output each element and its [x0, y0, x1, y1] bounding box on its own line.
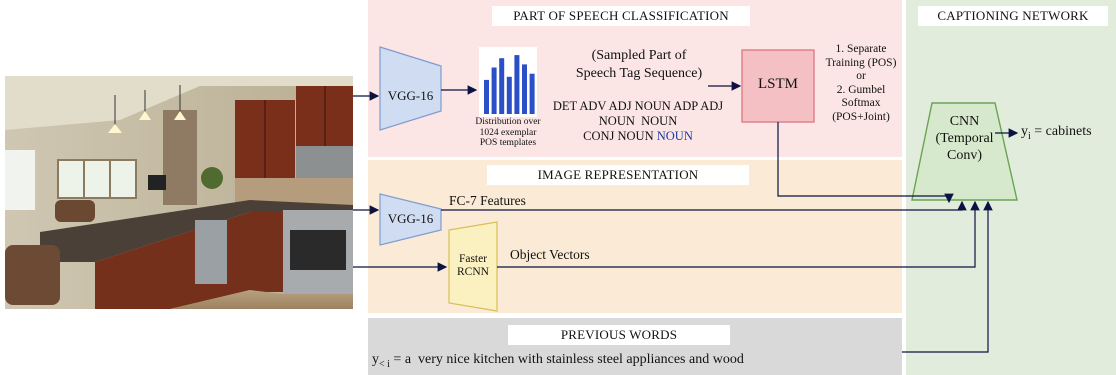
- training-note-line1: 1. Separate: [835, 43, 887, 55]
- histogram-bar: [529, 73, 535, 114]
- cnn-block: [911, 102, 1018, 201]
- object-vectors-label: Object Vectors: [510, 247, 590, 262]
- cnn-label: CNN (Temporal Conv): [918, 113, 1011, 164]
- previous-words-var: y: [372, 352, 379, 367]
- faster-rcnn-label-line2: RCNN: [457, 266, 489, 278]
- pos-sequence-heading-line1: (Sampled Part of: [591, 48, 687, 63]
- pos-sequence-heading-line2: Speech Tag Sequence): [575, 66, 703, 81]
- pos-tags-line3-black: CONJ NOUN: [583, 129, 657, 143]
- pos-tags-line2: NOUN NOUN: [598, 114, 678, 128]
- previous-words-sub: < i: [379, 358, 390, 370]
- vgg16-mid-label: VGG-16: [387, 211, 434, 226]
- faster-rcnn-label-line1: Faster: [458, 253, 488, 265]
- pos-sequence-heading: (Sampled Part of Speech Tag Sequence): [560, 47, 718, 83]
- training-note-line6: (POS+Joint): [832, 110, 890, 123]
- vgg16-top-block: [379, 46, 442, 131]
- cnn-label-line2: (Temporal: [935, 131, 994, 146]
- image-representation-title: IMAGE REPRESENTATION: [487, 165, 749, 185]
- fc7-features-label: FC-7 Features: [449, 193, 526, 208]
- histogram-bar: [499, 58, 505, 114]
- previous-words-caption: = a very nice kitchen with stainless ste…: [389, 352, 744, 367]
- previous-words-text: y< i = a very nice kitchen with stainles…: [372, 352, 744, 370]
- histogram-bar: [484, 79, 489, 114]
- output-label: yi = cabinets: [1021, 124, 1092, 142]
- cnn-label-line3: Conv): [947, 148, 982, 163]
- histogram-bar: [491, 67, 497, 114]
- lstm-block: [741, 49, 815, 123]
- histogram-caption-line3: POS templates: [479, 138, 537, 148]
- histogram-bar: [506, 76, 512, 114]
- vgg16-mid-block: [379, 193, 442, 246]
- histogram-bar: [522, 64, 527, 114]
- output-var: y: [1021, 124, 1028, 139]
- pos-tags-line3-blue: NOUN: [656, 129, 693, 143]
- pos-tags-line1: DET ADV ADJ NOUN ADP ADJ: [552, 99, 724, 113]
- previous-words-title: PREVIOUS WORDS: [508, 325, 730, 345]
- output-sub: i: [1028, 130, 1031, 142]
- connector-arrows: [353, 81, 1019, 353]
- output-text: = cabinets: [1030, 124, 1092, 139]
- training-note-line3: or: [856, 70, 866, 82]
- kitchen-photo: [5, 76, 353, 309]
- lstm-label: LSTM: [757, 76, 798, 92]
- pos-panel-title: PART OF SPEECH CLASSIFICATION: [492, 6, 750, 26]
- histogram-bars: [484, 55, 535, 114]
- histogram-bar: [514, 55, 520, 114]
- training-note: 1. Separate Training (POS) or 2. Gumbel …: [812, 43, 910, 124]
- pos-sequence-tags: DET ADV ADJ NOUN ADP ADJ NOUN NOUN CONJ …: [540, 99, 736, 144]
- faster-rcnn-block: [448, 221, 498, 312]
- training-note-line5: Softmax: [841, 97, 881, 109]
- pos-tags-line3: CONJ NOUN NOUN: [540, 129, 736, 144]
- faster-rcnn-label: Faster RCNN: [449, 253, 497, 279]
- histogram-caption-line1: Distribution over: [475, 117, 541, 127]
- cnn-label-line1: CNN: [949, 114, 980, 129]
- histogram-caption: Distribution over 1024 exemplar POS temp…: [460, 117, 556, 149]
- captioning-network-title: CAPTIONING NETWORK: [918, 6, 1108, 26]
- training-note-line4: 2. Gumbel: [836, 83, 886, 96]
- vgg16-top-label: VGG-16: [387, 88, 434, 103]
- training-note-line2: Training (POS): [825, 56, 897, 69]
- histogram-caption-line2: 1024 exemplar: [479, 127, 537, 138]
